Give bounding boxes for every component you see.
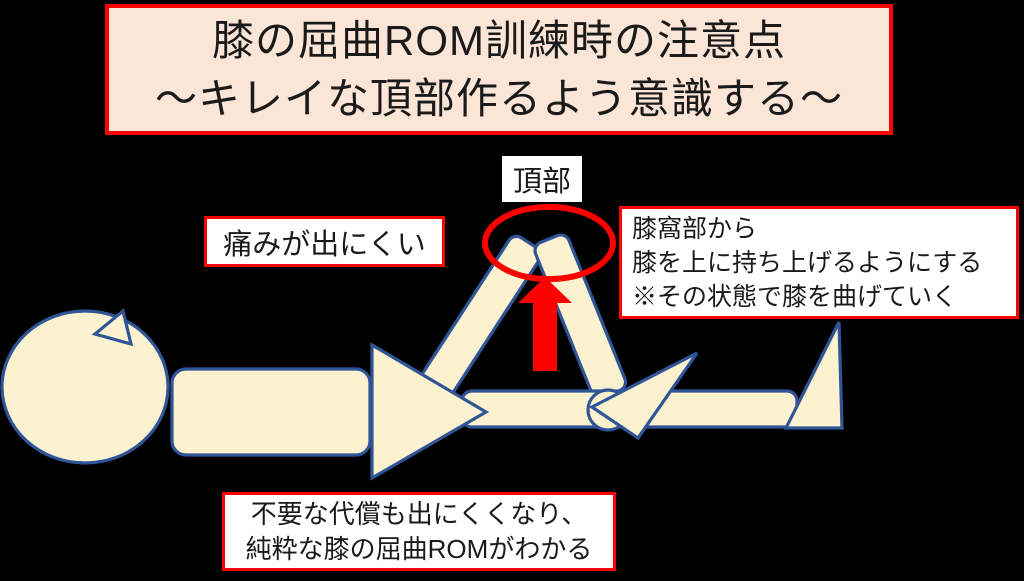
lift-note-line-2: 膝を上に持ち上げるようにする bbox=[632, 248, 983, 277]
benefit-note: 不要な代償も出にくくなり、 純粋な膝の屈曲ROMがわかる bbox=[222, 492, 616, 571]
title-banner: 膝の屈曲ROM訓練時の注意点 ～キレイな頂部作るよう意識する～ bbox=[105, 4, 893, 135]
lift-up-arrow bbox=[518, 277, 572, 371]
pain-label-text: 痛みが出にくい bbox=[223, 228, 426, 261]
knee-apex-highlight-ellipse bbox=[482, 204, 616, 282]
apex-label-text: 頂部 bbox=[512, 166, 571, 198]
title-line-1: 膝の屈曲ROM訓練時の注意点 bbox=[212, 16, 786, 64]
lift-instruction-note: 膝窩部から 膝を上に持ち上げるようにする ※その状態で膝を曲げていく bbox=[619, 206, 1019, 319]
face-marker-triangle bbox=[91, 308, 134, 347]
pelvis-triangle bbox=[370, 342, 490, 481]
benefit-note-line-2: 純粋な膝の屈曲ROMがわかる bbox=[245, 533, 593, 564]
torso-shape bbox=[170, 367, 372, 457]
lift-note-line-3: ※その状態で膝を曲げていく bbox=[632, 282, 958, 311]
lift-note-line-1: 膝窩部から bbox=[632, 214, 758, 243]
straight-foot-triangle bbox=[783, 321, 844, 430]
apex-label: 頂部 bbox=[502, 156, 582, 202]
title-line-2: ～キレイな頂部作るよう意識する～ bbox=[154, 74, 843, 122]
head-shape bbox=[0, 309, 170, 465]
pain-label: 痛みが出にくい bbox=[204, 216, 445, 267]
benefit-note-line-1: 不要な代償も出にくくなり、 bbox=[250, 498, 588, 529]
bent-foot-triangle bbox=[588, 351, 699, 441]
